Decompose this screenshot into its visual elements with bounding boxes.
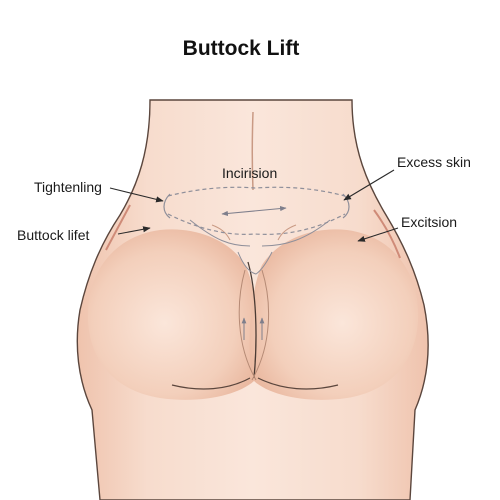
leader-excision xyxy=(357,227,399,242)
excision-line-lower xyxy=(167,213,346,235)
left-flank-crease xyxy=(105,204,131,251)
right-gluteal-fold xyxy=(257,377,339,390)
labels: Tightenling Buttock lifet Incirision Exc… xyxy=(17,154,471,243)
left-gluteal-fold xyxy=(171,377,251,390)
surgical-markings xyxy=(163,186,350,340)
label-excess-skin: Excess skin xyxy=(397,154,471,170)
right-dimple xyxy=(277,224,297,241)
diagram-title: Buttock Lift xyxy=(183,37,300,60)
spine-groove xyxy=(251,111,254,191)
left-dimple xyxy=(211,224,231,241)
leader-buttock-lift xyxy=(117,226,151,235)
leader-excess-skin xyxy=(343,169,395,201)
right-flank-crease xyxy=(373,209,401,259)
incision-line-upper xyxy=(167,186,346,197)
left-excision-bracket xyxy=(163,193,171,219)
left-lift-curve xyxy=(189,219,251,247)
leader-tightening xyxy=(109,187,164,203)
label-buttock-lift: Buttock lifet xyxy=(17,227,89,243)
label-incision: Incirision xyxy=(222,165,277,181)
label-excision: Excitsion xyxy=(401,214,457,230)
right-lift-curve xyxy=(261,219,331,247)
right-buttock xyxy=(249,229,419,400)
tightening-arrow xyxy=(221,205,287,217)
left-cheek-contour xyxy=(238,269,257,381)
body-figure xyxy=(76,99,429,500)
left-buttock xyxy=(87,229,259,400)
right-cheek-contour xyxy=(251,269,269,381)
label-tightening: Tightenling xyxy=(34,179,102,195)
cleft-v-mark xyxy=(237,251,273,275)
